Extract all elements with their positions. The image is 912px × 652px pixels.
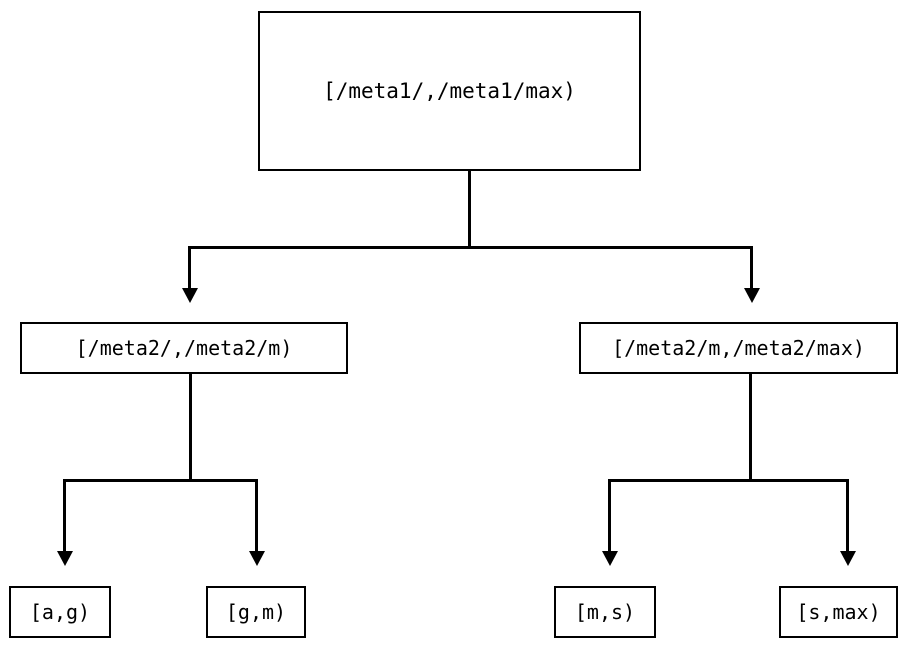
edge-mid-right-to-leaf-smax-drop (846, 479, 849, 552)
node-root[interactable]: [/meta1/,/meta1/max) (258, 11, 641, 171)
node-leaf-m-s[interactable]: [m,s) (554, 586, 656, 638)
node-mid-left[interactable]: [/meta2/,/meta2/m) (20, 322, 348, 374)
arrowhead-to-leaf-ag (57, 551, 73, 566)
edge-mid-left-to-leaf-ag-drop (63, 479, 66, 552)
arrowhead-to-leaf-gm (249, 551, 265, 566)
edge-root-stem (468, 171, 471, 249)
edge-mid-right-to-leaf-ms-drop (608, 479, 611, 552)
edge-root-horizontal-bar (188, 246, 753, 249)
edge-mid-right-horizontal-bar (608, 479, 849, 482)
node-leaf-g-m-label: [g,m) (225, 600, 287, 624)
node-leaf-m-s-label: [m,s) (574, 600, 636, 624)
edge-root-to-mid-left-drop (188, 246, 191, 290)
node-mid-right-label: [/meta2/m,/meta2/max) (612, 336, 865, 360)
node-leaf-g-m[interactable]: [g,m) (206, 586, 306, 638)
node-leaf-s-max[interactable]: [s,max) (779, 586, 898, 638)
arrowhead-to-leaf-ms (602, 551, 618, 566)
edge-mid-left-to-leaf-gm-drop (255, 479, 258, 552)
node-mid-left-label: [/meta2/,/meta2/m) (75, 336, 293, 360)
arrowhead-to-mid-right (744, 288, 760, 303)
arrowhead-to-leaf-smax (840, 551, 856, 566)
arrowhead-to-mid-left (182, 288, 198, 303)
node-leaf-a-g-label: [a,g) (29, 600, 91, 624)
edge-mid-right-stem (749, 374, 752, 482)
node-leaf-s-max-label: [s,max) (796, 600, 881, 624)
node-leaf-a-g[interactable]: [a,g) (9, 586, 111, 638)
node-root-label: [/meta1/,/meta1/max) (323, 78, 576, 103)
edge-root-to-mid-right-drop (750, 246, 753, 290)
node-mid-right[interactable]: [/meta2/m,/meta2/max) (579, 322, 898, 374)
edge-mid-left-horizontal-bar (63, 479, 258, 482)
edge-mid-left-stem (189, 374, 192, 482)
